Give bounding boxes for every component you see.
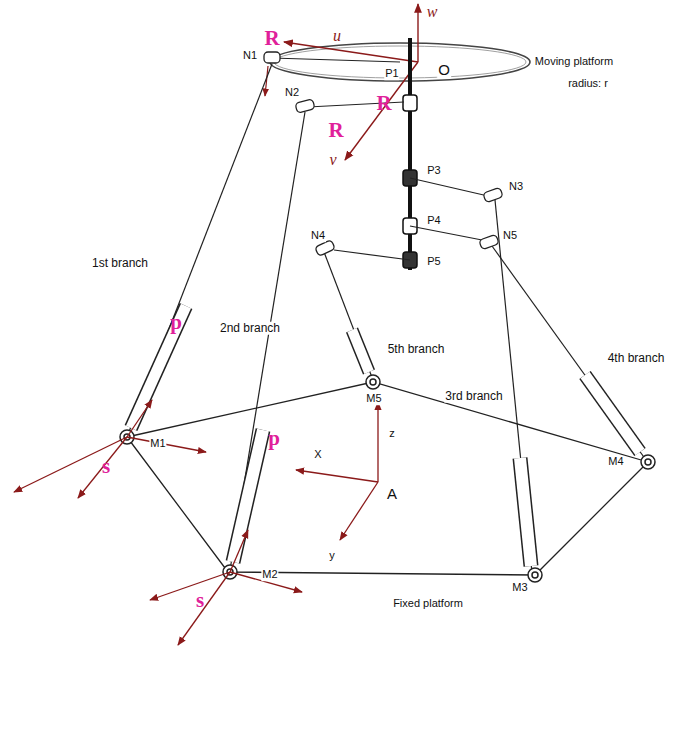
joint-type-label: R <box>263 27 280 49</box>
axis-label: z <box>388 428 396 440</box>
spherical-joints <box>120 375 655 582</box>
w-axis <box>417 4 418 62</box>
fixed-platform <box>127 382 648 575</box>
central-rod <box>408 38 412 270</box>
point-label: P1 <box>384 68 399 80</box>
moving-platform <box>270 43 530 81</box>
prismatic-cylinders <box>131 306 640 566</box>
branch-label: 2nd branch <box>219 322 281 335</box>
platform-label: radius: r <box>567 78 609 90</box>
joint-type-label: s <box>195 589 205 611</box>
link <box>272 58 400 62</box>
point-label: N5 <box>502 230 518 242</box>
origin-label: O <box>437 62 451 78</box>
axis-label: w <box>426 4 439 21</box>
rod-joint <box>403 95 417 111</box>
revolute-joints <box>264 52 503 256</box>
point-label: N2 <box>284 87 300 99</box>
link <box>410 178 488 196</box>
point-label: M4 <box>607 456 624 468</box>
point-label: N4 <box>310 230 326 242</box>
axis-label: y <box>328 550 336 562</box>
point-label: M5 <box>365 393 382 405</box>
platform-label: Fixed platform <box>392 598 464 610</box>
point-label: P5 <box>426 256 441 268</box>
link <box>334 250 410 260</box>
joint-type-label: R <box>375 92 392 114</box>
global-frame <box>296 402 378 540</box>
axis-label: v <box>328 152 337 169</box>
origin-label: A <box>386 486 398 502</box>
point-label: P3 <box>426 165 441 177</box>
joint-type-label: p <box>267 427 281 449</box>
link <box>410 226 482 240</box>
joint-frames <box>14 400 302 645</box>
platform-label: Moving platform <box>534 56 614 68</box>
point-label: M1 <box>149 438 166 450</box>
axis-label: u <box>332 28 342 45</box>
point-label: N1 <box>242 50 258 62</box>
joint-type-label: R <box>327 119 344 141</box>
point-label: P4 <box>426 215 441 227</box>
branch-label: 3rd branch <box>444 390 503 403</box>
v-axis <box>345 62 418 160</box>
point-label: M3 <box>511 582 528 594</box>
joint-type-label: s <box>101 455 111 477</box>
branch-label: 1st branch <box>91 257 149 270</box>
branch-label: 5th branch <box>387 343 446 356</box>
point-label: M2 <box>261 569 278 581</box>
branches <box>127 64 646 573</box>
point-label: N3 <box>508 181 524 193</box>
joint-type-label: p <box>169 311 183 333</box>
axis-label: X <box>313 449 322 461</box>
branch-label: 4th branch <box>607 352 666 365</box>
